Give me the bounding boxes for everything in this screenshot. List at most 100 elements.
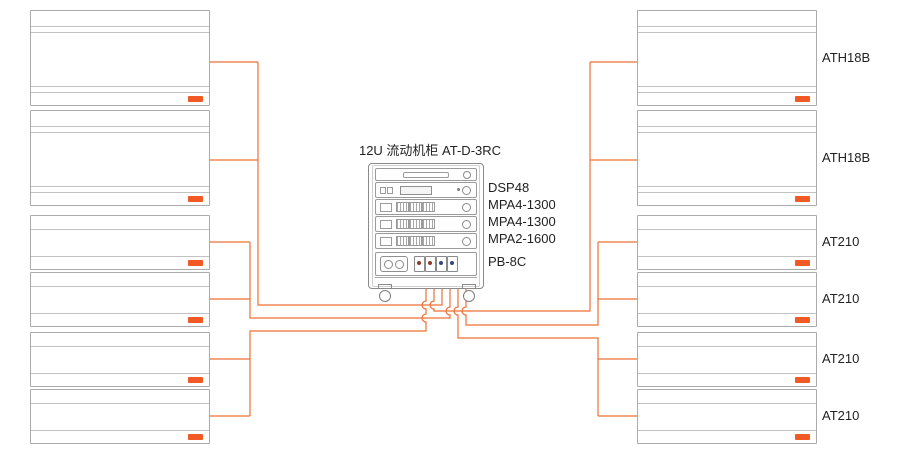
- rack-title: 12U 流动机柜 AT-D-3RC: [358, 143, 502, 158]
- vent-grille: [422, 236, 435, 246]
- rack-unit-label: PB-8C: [488, 254, 527, 269]
- speaker-cabinet-right-6: [637, 389, 817, 444]
- grille-line: [638, 313, 816, 314]
- socket-pin-icon: [428, 261, 432, 265]
- vent-grille: [396, 219, 409, 229]
- grille-line: [638, 26, 816, 27]
- brand-badge-icon: [188, 377, 203, 383]
- brand-badge-icon: [795, 96, 810, 102]
- caster-plate: [462, 284, 476, 289]
- socket-pin-icon: [439, 261, 443, 265]
- rack-unit-label: MPA4-1300: [488, 214, 556, 229]
- rack-unit-label: MPA4-1300: [488, 197, 556, 212]
- caster-wheel-icon: [376, 284, 394, 303]
- speaker-cabinet-right-5: [637, 332, 817, 387]
- brand-badge-icon: [795, 260, 810, 266]
- outlet-socket: [447, 256, 458, 272]
- speaker-cabinet-right-1: [637, 10, 817, 106]
- grille-line: [31, 229, 209, 230]
- rack-unit-dsp: [375, 182, 477, 198]
- rack-rails: [372, 165, 480, 287]
- rack-unit-label: DSP48: [488, 180, 530, 195]
- brand-badge-icon: [188, 196, 203, 202]
- grille-line: [31, 86, 209, 87]
- outlet-socket: [414, 256, 425, 272]
- speaker-model-label: AT210: [822, 408, 860, 423]
- vent-grille: [409, 219, 422, 229]
- grille-line: [31, 286, 209, 287]
- grille-line: [31, 313, 209, 314]
- brand-badge-icon: [188, 434, 203, 440]
- speaker-model-label: AT210: [822, 234, 860, 249]
- amp-display: [380, 220, 392, 229]
- speaker-model-label: AT210: [822, 291, 860, 306]
- grille-line: [638, 229, 816, 230]
- caster-plate: [378, 284, 392, 289]
- vent-grille: [409, 202, 422, 212]
- speaker-cabinet-left-4: [30, 272, 210, 327]
- knob-icon: [462, 220, 471, 229]
- speaker-model-label: ATH18B: [822, 150, 871, 165]
- equipment-rack: [368, 163, 484, 289]
- rack-unit-label: MPA2-1600: [488, 231, 556, 246]
- grille-line: [638, 346, 816, 347]
- grille-line: [31, 373, 209, 374]
- rack-unit-amp-3: [375, 233, 477, 249]
- knob-icon: [463, 171, 471, 179]
- grille-line: [31, 186, 209, 187]
- grille-line: [31, 126, 209, 127]
- wire-right-bottom-group: [453, 288, 637, 417]
- speaker-cabinet-right-3: [637, 215, 817, 270]
- amp-display: [380, 203, 392, 212]
- speaker-cabinet-right-2: [637, 110, 817, 206]
- brand-badge-icon: [188, 260, 203, 266]
- amp-display: [380, 237, 392, 246]
- knob-icon: [462, 237, 471, 246]
- vent-slot: [403, 172, 449, 178]
- brand-badge-icon: [795, 377, 810, 383]
- speaker-cabinet-right-4: [637, 272, 817, 327]
- caster-wheel-icon: [460, 284, 478, 303]
- rack-bottom-rail: [375, 277, 477, 278]
- grille-line: [638, 373, 816, 374]
- led-icon: [457, 188, 460, 191]
- knob-icon: [462, 186, 471, 195]
- grille-line: [31, 26, 209, 27]
- dsp-button: [387, 187, 393, 194]
- rack-unit-amp-2: [375, 216, 477, 232]
- vent-grille: [422, 219, 435, 229]
- speaker-model-label: ATH18B: [822, 50, 871, 65]
- vent-grille: [396, 202, 409, 212]
- caster-wheel: [463, 290, 475, 302]
- grille-line: [638, 132, 816, 133]
- grille-line: [31, 346, 209, 347]
- grille-line: [638, 286, 816, 287]
- power-inlet: [380, 256, 408, 272]
- grille-line: [638, 126, 816, 127]
- speaker-model-label: AT210: [822, 351, 860, 366]
- outlet-socket: [425, 256, 436, 272]
- grille-line: [31, 32, 209, 33]
- speaker-cabinet-left-3: [30, 215, 210, 270]
- grille-line: [638, 256, 816, 257]
- grille-line: [31, 192, 209, 193]
- speaker-cabinet-left-5: [30, 332, 210, 387]
- grille-line: [638, 192, 816, 193]
- dsp-display: [400, 186, 432, 195]
- brand-badge-icon: [795, 196, 810, 202]
- caster-wheel: [379, 290, 391, 302]
- grille-line: [31, 256, 209, 257]
- dsp-button: [380, 187, 386, 194]
- grille-line: [638, 186, 816, 187]
- rack-vent-panel: [375, 168, 477, 181]
- speaker-cabinet-left-2: [30, 110, 210, 206]
- vent-grille: [396, 236, 409, 246]
- socket-pin-icon: [450, 261, 454, 265]
- grille-line: [638, 86, 816, 87]
- brand-badge-icon: [795, 434, 810, 440]
- grille-line: [638, 430, 816, 431]
- speaker-cabinet-left-6: [30, 389, 210, 444]
- vent-grille: [422, 202, 435, 212]
- grille-line: [31, 430, 209, 431]
- grille-line: [31, 132, 209, 133]
